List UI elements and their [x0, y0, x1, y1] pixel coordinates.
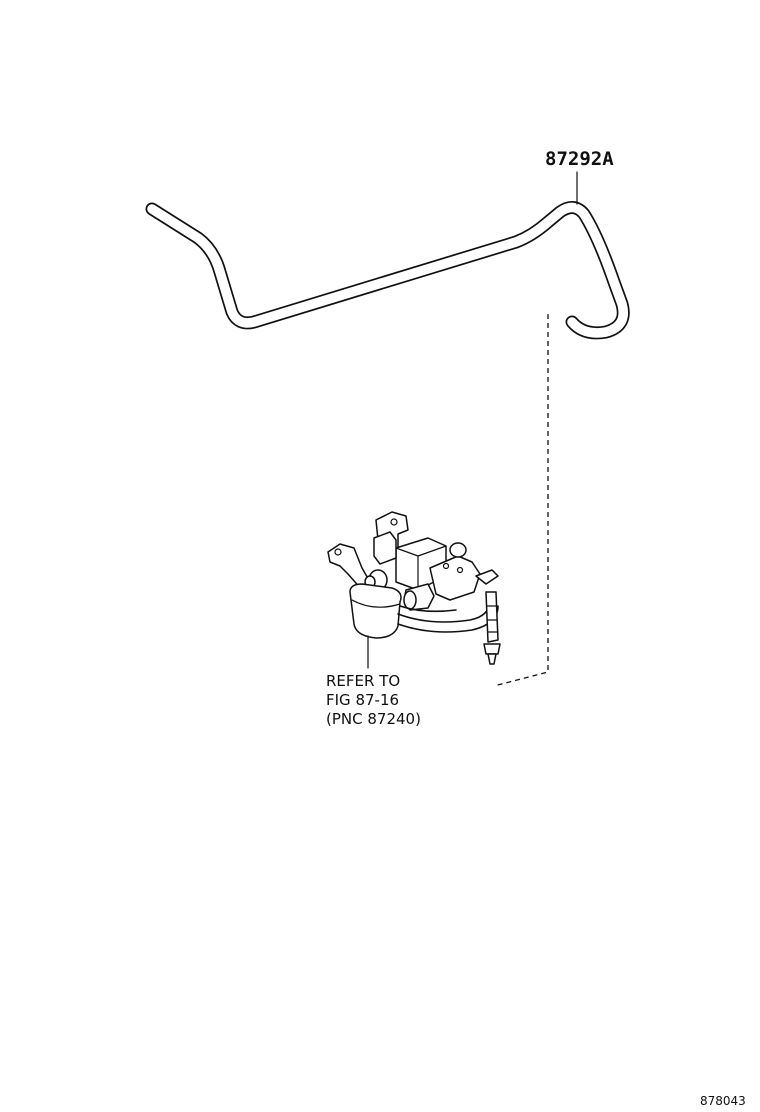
drawing-number: 878043: [700, 1094, 746, 1108]
hose-87292a: [145, 201, 630, 340]
reference-note: REFER TO FIG 87-16 (PNC 87240): [326, 672, 421, 729]
valve-assembly: [327, 511, 501, 669]
reference-note-line1: REFER TO: [326, 672, 401, 690]
reference-note-line3: (PNC 87240): [326, 710, 421, 728]
reference-note-line2[interactable]: FIG 87-16: [326, 691, 400, 709]
part-number-label[interactable]: 87292A: [545, 148, 614, 170]
connection-dashed-line: [493, 314, 549, 687]
